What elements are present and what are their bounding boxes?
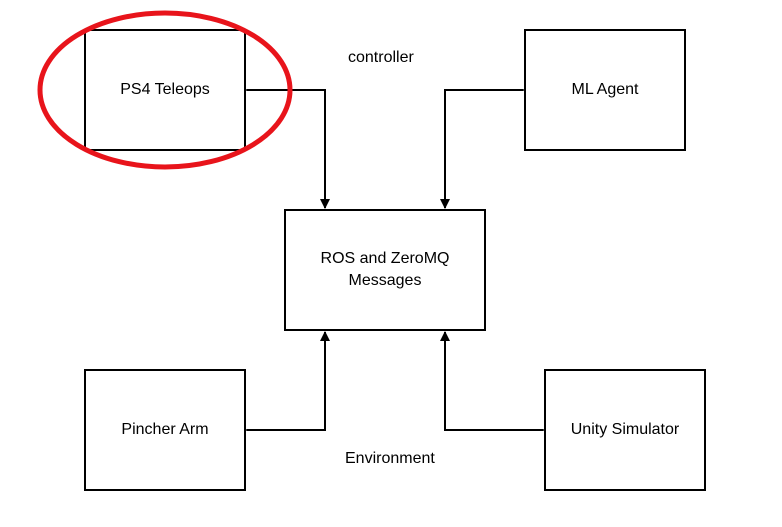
node-ps4-teleops: PS4 Teleops — [84, 29, 246, 151]
node-ml-agent-label: ML Agent — [571, 81, 639, 98]
node-ml-agent: ML Agent — [524, 29, 686, 151]
node-pincher-arm: Pincher Arm — [84, 369, 246, 491]
connector-ps4-ros — [238, 85, 330, 209]
node-unity-simulator-label: Unity Simulator — [570, 421, 680, 438]
highlight-ellipse — [37, 10, 293, 170]
connector-pincher-ros — [238, 331, 330, 435]
connector-unity-ros — [440, 331, 552, 435]
node-pincher-arm-label: Pincher Arm — [121, 421, 209, 438]
node-unity-simulator: Unity Simulator — [544, 369, 706, 491]
node-ros-zeromq-label: ROS and ZeroMQ Messages — [320, 250, 450, 289]
node-ros-zeromq: ROS and ZeroMQ Messages — [284, 209, 486, 331]
environment-label: Environment — [345, 450, 435, 467]
controller-label: controller — [348, 49, 414, 66]
node-ps4-teleops-label: PS4 Teleops — [120, 81, 210, 98]
connector-ml-ros — [440, 85, 532, 209]
